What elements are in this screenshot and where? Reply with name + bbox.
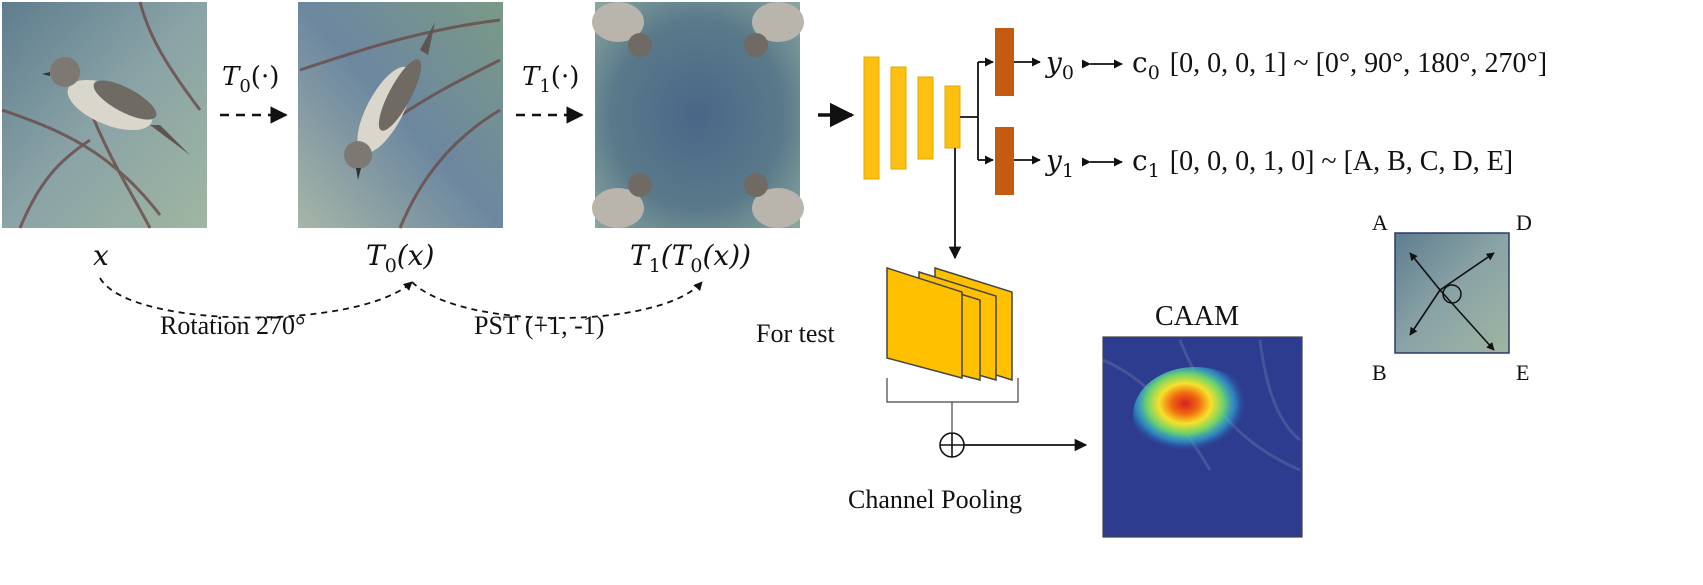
feature-maps: [886, 266, 1013, 382]
encoder-layer-3: [917, 76, 934, 160]
caption-t1t0x: T1(T0(x)): [630, 239, 751, 277]
corner-d: D: [1516, 210, 1532, 235]
rotation-head: [995, 28, 1014, 96]
caption-t0x: T0(x): [366, 239, 434, 277]
pst-curve: [411, 281, 703, 319]
y0-output: y0: [1044, 46, 1074, 84]
c0-label: c0[0, 0, 0, 1] ~ [0°, 90°, 180°, 270°]: [1132, 46, 1547, 84]
pst-label: PST (+1, -1): [474, 311, 604, 340]
encoder-layer-1: [863, 56, 880, 180]
rotated-image-t0x: [298, 2, 503, 229]
encoder-network: [863, 56, 961, 180]
caption-x: x: [93, 239, 109, 272]
oplus-icon: [939, 432, 965, 458]
pst-head: [995, 127, 1014, 195]
rotation-curve: [99, 277, 413, 319]
caam-title: CAAM: [1155, 301, 1239, 332]
pooling-label: Channel Pooling: [848, 485, 1022, 514]
encoder-layer-4: [944, 85, 961, 149]
encoder-layer-2: [890, 66, 907, 170]
t0-label: T0(·): [222, 62, 279, 97]
rotation-label: Rotation 270°: [160, 311, 305, 340]
y1-output: y1: [1044, 144, 1074, 182]
corner-a: A: [1372, 210, 1388, 235]
pooling-bracket: [886, 378, 1019, 403]
pst-image-t1t0x: [592, 2, 804, 228]
corner-e: E: [1516, 360, 1529, 385]
corner-direction-diagram: A D B E: [1372, 210, 1532, 385]
bird-figure: [42, 57, 190, 155]
for-test-label: For test: [756, 319, 836, 348]
input-image-x: [1, 1, 207, 229]
c1-label: c1[0, 0, 0, 1, 0] ~ [A, B, C, D, E]: [1132, 144, 1513, 182]
caam-heatmap: [1102, 336, 1303, 538]
t1-label: T1(·): [522, 62, 579, 97]
bird-figure: [344, 22, 435, 180]
corner-b: B: [1372, 360, 1387, 385]
